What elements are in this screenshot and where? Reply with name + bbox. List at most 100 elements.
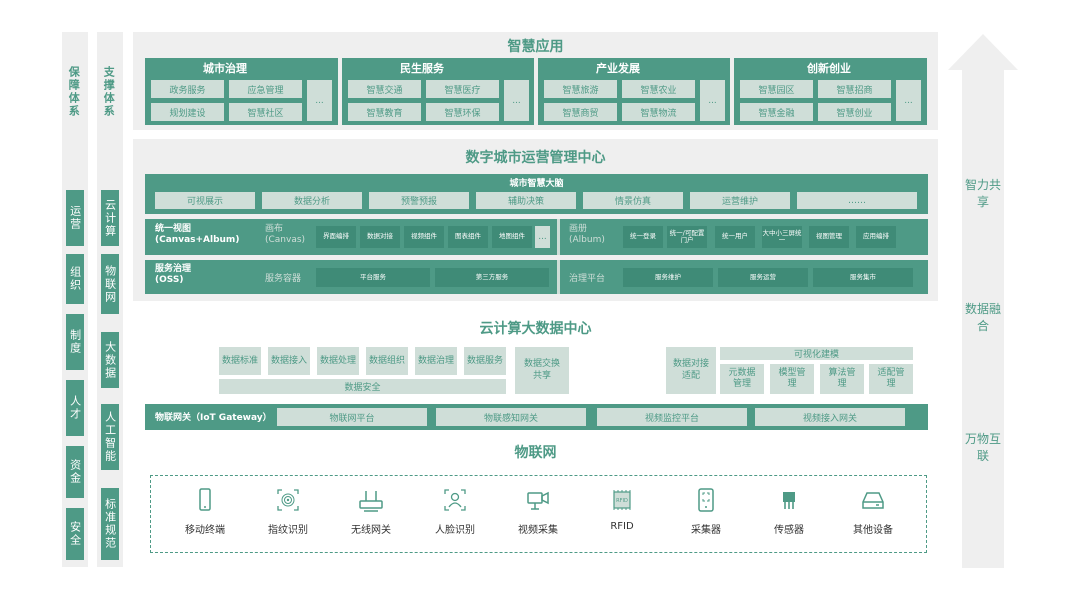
container-item[interactable]: 平台服务 (316, 268, 430, 287)
album-item[interactable]: 统一登录 (623, 226, 663, 248)
device-other[interactable]: 其他设备 (838, 487, 908, 536)
canvas-item[interactable]: 视频组件 (404, 226, 444, 248)
data-item[interactable]: 数据接入 (268, 347, 310, 375)
container-item[interactable]: 第三方服务 (435, 268, 549, 287)
brain-item[interactable]: 情景仿真 (583, 192, 683, 209)
gateway-item[interactable]: 物联感知网关 (436, 408, 586, 426)
modeling-item[interactable]: 模型管理 (770, 364, 814, 394)
gateway-item[interactable]: 视频监控平台 (597, 408, 747, 426)
governance-platform-label: 治理平台 (569, 274, 606, 284)
data-exchange[interactable]: 数据交换共享 (515, 347, 569, 394)
app-cell[interactable]: 智慧招商 (818, 80, 891, 98)
mobile-icon (199, 488, 211, 511)
app-cell[interactable]: 智慧医疗 (426, 80, 499, 98)
app-cell[interactable]: 智慧商贸 (544, 103, 617, 121)
iot-gateway-label: 物联网关（IoT Gateway） (155, 413, 272, 423)
brain-item[interactable]: 可视展示 (155, 192, 255, 209)
right-item-data-fusion: 数据融合 (964, 302, 1001, 333)
device-collector[interactable]: 采集器 (671, 487, 741, 536)
device-mobile[interactable]: 移动终端 (170, 487, 240, 536)
album-item[interactable]: 大中小三屏统一 (762, 226, 802, 248)
device-rfid[interactable]: RFID RFID (587, 487, 657, 532)
brain-item[interactable]: 数据分析 (262, 192, 362, 209)
app-more[interactable]: ... (700, 80, 725, 121)
data-item[interactable]: 数据服务 (464, 347, 506, 375)
app-cell[interactable]: 智慧创业 (818, 103, 891, 121)
safeguard-item-ops: 运营 (66, 190, 84, 246)
unified-view-row: 统一视图 (Canvas+Album) 画布 (Canvas) 界面编排 数据对… (145, 219, 928, 255)
album-item[interactable]: 应用编排 (856, 226, 896, 248)
governance-item[interactable]: 服务运营 (718, 268, 808, 287)
governance-item[interactable]: 服务集市 (813, 268, 913, 287)
support-item-cloud: 云计算 (101, 190, 119, 246)
data-adapter[interactable]: 数据对接适配 (666, 347, 716, 394)
data-item[interactable]: 数据组织 (366, 347, 408, 375)
canvas-item[interactable]: 地图组件 (492, 226, 532, 248)
data-security[interactable]: 数据安全 (219, 379, 506, 394)
app-cell[interactable]: 智慧物流 (622, 103, 695, 121)
device-video[interactable]: 视频采集 (503, 487, 573, 536)
brain-item[interactable]: 辅助决策 (476, 192, 576, 209)
support-item-bigdata: 大数据 (101, 332, 119, 388)
device-router[interactable]: 无线网关 (336, 487, 406, 536)
support-item-ai: 人工智能 (101, 404, 119, 470)
app-group-title: 城市治理 (203, 62, 247, 75)
modeling-item[interactable]: 适配管理 (869, 364, 913, 394)
app-cell[interactable]: 智慧交通 (348, 80, 421, 98)
app-cell[interactable]: 智慧金融 (740, 103, 813, 121)
iot-title: 物联网 (514, 445, 557, 461)
device-label: 采集器 (691, 525, 721, 536)
app-cell[interactable]: 智慧旅游 (544, 80, 617, 98)
app-cell[interactable]: 智慧园区 (740, 80, 813, 98)
data-item[interactable]: 数据标准 (219, 347, 261, 375)
data-item[interactable]: 数据处理 (317, 347, 359, 375)
device-sensor[interactable]: 传感器 (754, 487, 824, 536)
canvas-item[interactable]: 图表组件 (448, 226, 488, 248)
album-item[interactable]: 视图管理 (809, 226, 849, 248)
brain-item[interactable]: …… (797, 192, 917, 209)
gateway-item[interactable]: 视频接入网关 (755, 408, 905, 426)
sensor-icon (783, 492, 795, 509)
device-label: 视频采集 (518, 525, 558, 536)
app-more[interactable]: ... (896, 80, 921, 121)
app-cell[interactable]: 政务服务 (151, 80, 224, 98)
device-label: 指纹识别 (268, 525, 308, 536)
app-more[interactable]: ... (504, 80, 529, 121)
data-item[interactable]: 数据治理 (415, 347, 457, 375)
album-item[interactable]: 统一用户 (715, 226, 755, 248)
app-more[interactable]: ... (307, 80, 332, 121)
app-group-title: 创新创业 (807, 62, 851, 75)
app-cell[interactable]: 应急管理 (229, 80, 302, 98)
album-item[interactable]: 统一/可配置门户 (667, 226, 707, 248)
governance-item[interactable]: 服务维护 (623, 268, 713, 287)
canvas-item[interactable]: 数据对接 (360, 226, 400, 248)
modeling-item[interactable]: 算法管理 (820, 364, 864, 394)
modeling-title[interactable]: 可视化建模 (720, 347, 913, 360)
brain-item[interactable]: 运营维护 (690, 192, 790, 209)
device-label: RFID (610, 521, 634, 532)
app-cell[interactable]: 智慧农业 (622, 80, 695, 98)
city-brain-title: 城市智慧大脑 (509, 179, 564, 189)
device-fingerprint[interactable]: 指纹识别 (253, 487, 323, 536)
canvas-more[interactable]: ... (535, 226, 550, 248)
device-face[interactable]: 人脸识别 (420, 487, 490, 536)
app-cell[interactable]: 智慧社区 (229, 103, 302, 121)
app-group-innovation: 创新创业 智慧园区 智慧招商 智慧金融 智慧创业 ... (734, 58, 927, 125)
support-item-iot: 物联网 (101, 254, 119, 314)
brain-item[interactable]: 预警预报 (369, 192, 469, 209)
support-system-column: 支撑体系 云计算 物联网 大数据 人工智能 标准规范 (97, 32, 123, 567)
safeguard-item-talent: 人才 (66, 380, 84, 436)
ops-center-title: 数字城市运营管理中心 (465, 150, 606, 166)
app-cell[interactable]: 规划建设 (151, 103, 224, 121)
gateway-item[interactable]: 物联网平台 (277, 408, 427, 426)
city-brain-row: 城市智慧大脑 可视展示 数据分析 预警预报 辅助决策 情景仿真 运营维护 …… (145, 174, 928, 214)
device-label: 人脸识别 (435, 525, 475, 536)
canvas-item[interactable]: 界面编排 (316, 226, 356, 248)
app-cell[interactable]: 智慧环保 (426, 103, 499, 121)
app-cell[interactable]: 智慧教育 (348, 103, 421, 121)
album-label: 画册 (Album) (569, 224, 605, 246)
safeguard-item-security: 安全 (66, 508, 84, 560)
device-label: 移动终端 (185, 525, 225, 536)
collector-icon (698, 488, 714, 512)
modeling-item[interactable]: 元数据管理 (720, 364, 764, 394)
